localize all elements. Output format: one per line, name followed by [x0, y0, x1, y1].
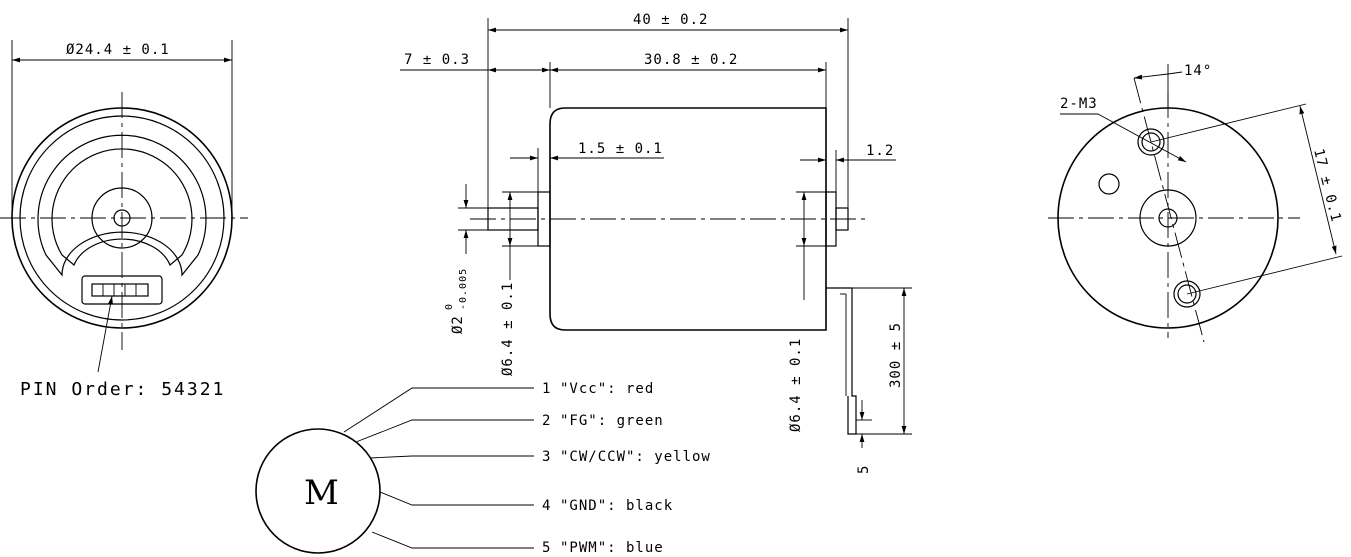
svg-text:17 ± 0.1: 17 ± 0.1 — [1310, 147, 1344, 224]
wire-4: 4 "GND": black — [542, 498, 673, 514]
wire-1: 1 "Vcc": red — [542, 381, 654, 397]
wire-5: 5 "PWM": blue — [542, 540, 664, 556]
mount-hole-top — [1137, 128, 1165, 156]
shaft-diameter-label: Ø2 0 -0.005 — [444, 268, 469, 334]
wire-2: 2 "FG": green — [542, 413, 664, 429]
rear-small-hole — [1098, 173, 1120, 195]
side-view: 40 ± 0.2 7 ± 0.3 30.8 ± 0.2 1.5 ± 0.1 1.… — [400, 12, 912, 474]
svg-text:Ø6.4 ± 0.1: Ø6.4 ± 0.1 — [500, 282, 516, 376]
rear-view: 17 ± 0.1 14° 2-M3 — [1048, 63, 1344, 343]
angle-label: 14° — [1184, 63, 1212, 79]
front-boss-diameter-label: Ø6.4 ± 0.1 — [500, 282, 516, 376]
lead-length-label: 300 ± 5 — [888, 322, 904, 388]
svg-text:Ø2: Ø2 — [450, 315, 466, 334]
front-slot-inner — [51, 148, 193, 266]
body-length-label: 30.8 ± 0.2 — [644, 52, 738, 68]
overall-length-label: 40 ± 0.2 — [633, 12, 708, 28]
wire-label: "CW/CCW": yellow — [560, 449, 711, 465]
wiring-diagram: M 1 "Vcc": red 2 "FG": green 3 "CW/CCW":… — [255, 381, 711, 556]
wire-label: "FG": green — [560, 413, 664, 429]
front-diameter-label: Ø24.4 ± 0.1 — [66, 42, 170, 58]
lead-wire — [826, 287, 857, 435]
connector-pins — [91, 283, 149, 297]
wire-number: 3 — [542, 449, 551, 465]
svg-text:0: 0 — [444, 303, 455, 310]
pin-order-label: PIN Order: 54321 — [20, 379, 225, 400]
wire-number: 1 — [542, 381, 551, 397]
wire-number: 4 — [542, 498, 551, 514]
rear-boss-diameter-label: Ø6.4 ± 0.1 — [788, 338, 804, 432]
svg-text:Ø6.4 ± 0.1: Ø6.4 ± 0.1 — [788, 338, 804, 432]
wire-3: 3 "CW/CCW": yellow — [542, 449, 711, 465]
lead-end-label: 5 — [856, 465, 872, 474]
wire-label: "GND": black — [560, 498, 673, 514]
wire-label: "Vcc": red — [560, 381, 654, 397]
svg-text:-0.005: -0.005 — [458, 268, 469, 310]
rear-boss-length-label: 1.2 — [866, 143, 894, 159]
motor-label: M — [304, 473, 339, 513]
front-view: Ø24.4 ± 0.1 PIN Order: 54321 — [0, 40, 248, 400]
front-slot — [37, 134, 207, 277]
wire-label: "PWM": blue — [560, 540, 664, 556]
wire-number: 2 — [542, 413, 551, 429]
holes-label: 2-M3 — [1060, 96, 1098, 112]
svg-text:5: 5 — [856, 465, 872, 474]
wire-number: 5 — [542, 540, 551, 556]
hole-spacing-label: 17 ± 0.1 — [1310, 147, 1344, 224]
shaft-length-label: 7 ± 0.3 — [404, 52, 470, 68]
mount-hole-bottom — [1173, 280, 1201, 308]
svg-text:300 ± 5: 300 ± 5 — [888, 322, 904, 388]
motor-body — [549, 107, 827, 331]
boss-length-label: 1.5 ± 0.1 — [578, 141, 663, 157]
motor-symbol — [255, 428, 381, 554]
